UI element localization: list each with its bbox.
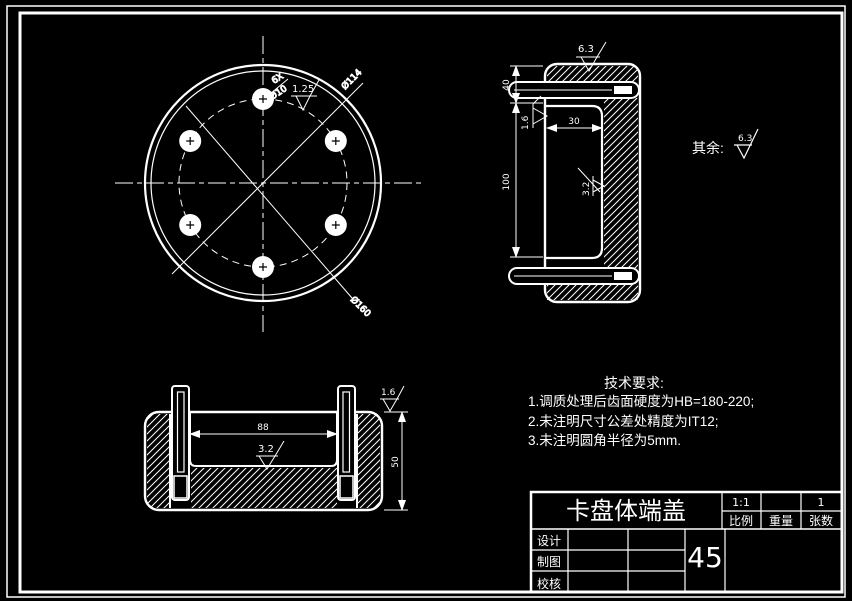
roughness-symbol-1-25: 1.25	[291, 79, 320, 112]
tech-requirement-item: 2.未注明尺寸公差处精度为IT12;	[528, 414, 719, 429]
tech-requirement-item: 3.未注明圆角半径为5mm.	[528, 433, 681, 448]
hatch-right	[358, 414, 380, 508]
sheets-label: 张数	[809, 513, 833, 528]
row-label-design: 设计	[537, 534, 561, 548]
outer-dia-label: Ø160	[348, 294, 373, 319]
front-view: 6X Ø10 1.25 Ø114 Ø160	[115, 36, 425, 332]
hole-callout-leader	[269, 78, 289, 95]
roughness-value: 1.25	[292, 84, 314, 95]
bolt-slot-left	[171, 385, 190, 501]
cavity-outline	[189, 412, 338, 467]
bolt-circle-dia-label: Ø114	[339, 67, 364, 92]
roughness-value: 6.3	[578, 44, 594, 55]
body-outline	[143, 410, 384, 512]
bolt-slot-bottom	[508, 267, 640, 285]
general-note-value: 6.3	[738, 134, 752, 144]
hatch-top	[547, 66, 638, 82]
bolt-hole	[252, 256, 274, 278]
drawing-border	[6, 5, 846, 598]
row-label-draft: 制图	[537, 555, 561, 569]
roughness-symbol-6-3: 6.3	[576, 41, 607, 73]
title-block: 卡盘体端盖 1:1 1 比例 重量 张数 设计 制图 校核 45	[529, 490, 844, 594]
hatch-bottom	[191, 468, 337, 508]
dim-88: 88	[189, 423, 338, 438]
bolt-hole	[179, 214, 202, 236]
inner-border	[18, 11, 844, 594]
part-name: 卡盘体端盖	[566, 498, 686, 525]
dim-label: 40	[502, 79, 512, 91]
weight-label: 重量	[769, 514, 793, 528]
wall-lines	[169, 414, 358, 508]
roughness-check-icon	[734, 128, 759, 160]
roughness-symbol-1-6-side: 1.6	[521, 95, 549, 130]
tech-requirement-item: 1.调质处理后齿面硬度为HB=180-220;	[528, 394, 754, 409]
row-label-check: 校核	[537, 576, 561, 591]
general-roughness-note: 其余: 6.3	[692, 128, 759, 160]
tech-requirements: 技术要求: 1.调质处理后齿面硬度为HB=180-220; 2.未注明尺寸公差处…	[528, 375, 754, 448]
roughness-value: 3.2	[582, 182, 592, 196]
bolt-slot-right	[337, 385, 356, 501]
hole-dia-label: Ø10	[268, 83, 290, 102]
hatch-bottom	[547, 284, 638, 300]
hatch-left	[147, 414, 169, 508]
dim-30: 30	[546, 117, 603, 132]
dim-100: 100	[502, 102, 543, 258]
roughness-symbol-3-2-side: 3.2	[577, 167, 606, 196]
scale-value: 1:1	[732, 496, 750, 509]
dim-label: 30	[568, 117, 580, 127]
bolt-hole	[252, 88, 274, 110]
roughness-value: 1.6	[381, 388, 396, 398]
outer-border	[6, 5, 846, 598]
dim-label: 50	[391, 456, 401, 468]
dim-label: 100	[502, 173, 512, 190]
side-section-view: 6.3 40 100 1.6 30 3.2	[502, 41, 642, 304]
bolt-hole	[179, 130, 202, 152]
bolt-hole	[324, 130, 347, 152]
roughness-value: 1.6	[521, 115, 531, 130]
bolt-hole	[324, 214, 347, 236]
dim-50: 50	[384, 411, 408, 511]
roughness-symbol-3-2-bottom: 3.2	[256, 440, 285, 470]
bolt-holes	[179, 88, 347, 278]
sheets-value: 1	[818, 496, 825, 509]
bottom-section-view: 88 3.2 1.6 50	[143, 385, 408, 512]
diagonal-sw-ne	[171, 82, 364, 275]
cavity-outline	[545, 104, 604, 260]
scale-label: 比例	[729, 514, 753, 528]
tech-requirements-title: 技术要求:	[604, 375, 664, 391]
roughness-symbol-1-6-bottom: 1.6	[380, 385, 405, 412]
roughness-value: 3.2	[258, 444, 274, 455]
material-value: 45	[687, 541, 723, 574]
bolt-slot-top	[508, 81, 640, 99]
general-note-label: 其余:	[692, 140, 724, 156]
title-block-frame	[529, 490, 844, 594]
dim-label: 88	[257, 423, 269, 433]
hatch-right	[604, 98, 638, 268]
diagonal-nw-se	[185, 105, 353, 299]
